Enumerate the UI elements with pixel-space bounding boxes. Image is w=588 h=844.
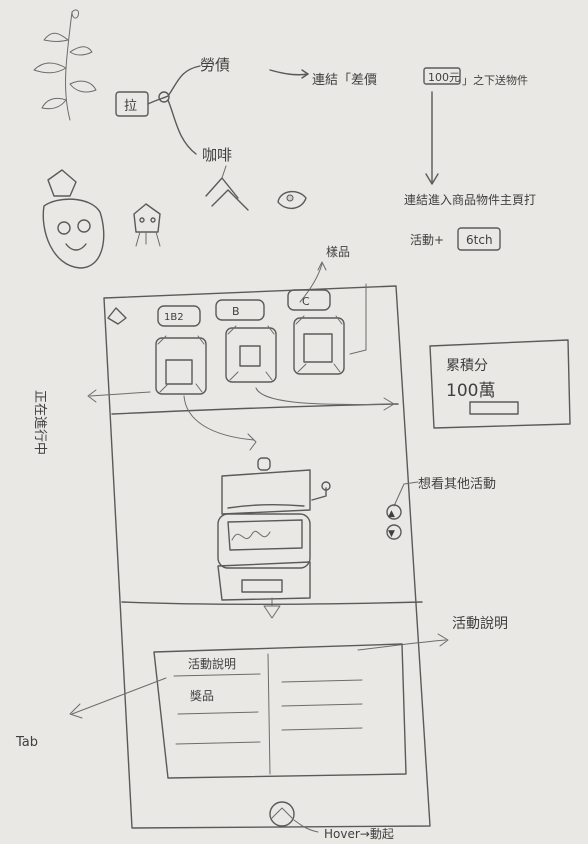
product-card-1[interactable] [155,335,207,395]
tab-c[interactable]: C [287,289,331,311]
branch-top-label: 勞債 [200,56,230,74]
result-box [457,227,501,251]
down-arrow: ▼ [388,529,395,539]
cat-mascot-icon [42,169,105,269]
sample-arrow [299,261,327,303]
prize-label: 獎品 [190,688,214,703]
link-box [423,67,461,85]
up-arrow: ▲ [388,509,395,519]
activity-panel: 活動說明 獎品 [153,643,407,779]
link-box-label: 100元 [428,71,460,84]
product-to-machine-arrow [183,395,255,441]
down-button[interactable]: ▼ [386,524,402,540]
activity-note: 活動說明 [188,656,236,671]
robot-mascot-icon [133,203,161,247]
slot-machine[interactable] [217,457,331,601]
side-note-text: 正在進行中 [32,390,47,455]
score-callout: 累積分 100萬 [429,339,571,429]
side-note-arrow [89,391,151,397]
tab-c-label: C [302,295,310,308]
tab-1b2-label: 1B2 [164,312,184,323]
link-text: 連結「差價 [312,73,377,88]
side-note: 正在進行中 [32,390,47,455]
result-box-label: 6tch [466,233,493,247]
phone-frame [103,285,431,829]
branch-lines [167,65,201,155]
header-divider [111,403,399,415]
pull-node: 拉 [115,91,170,117]
activity-arrow [357,639,447,651]
bird-doodle-icon [277,191,307,209]
machine-down-arrow [263,597,281,619]
branch-bottom-label: 咖啡 [202,146,232,164]
tab-b-label: B [232,305,240,318]
hint-label: 想看其他活動 [418,476,496,492]
pull-label: 拉 [124,99,137,114]
bottom-toggle[interactable] [269,801,295,827]
tab-arrow [71,677,167,715]
down-arrow-to-result [425,91,439,185]
hint-arrow [393,481,419,507]
callout-arrow [255,387,393,405]
callout-line-1: 累積分 [446,358,488,374]
callout-line-2: 100萬 [446,381,495,401]
tab-b[interactable]: B [215,299,265,321]
tab-1b2[interactable]: 1B2 [157,305,201,327]
product-card-2[interactable] [225,325,277,383]
hover-arrow [293,819,319,833]
activity-title: 活動說明 [452,615,508,632]
hover-note: Hover→動起 [324,827,394,841]
machine-divider [121,601,423,606]
link-suffix: 」之下送物件 [462,73,528,87]
coffee-doodle-icon [205,165,249,211]
product-card-3[interactable] [293,315,345,375]
link-arrow [269,69,309,79]
up-button[interactable]: ▲ [386,504,402,520]
tab-connector [349,283,367,355]
result-line-1: 連結進入商品物件主頁打 [404,192,536,207]
header-home-icon[interactable] [107,307,127,325]
tab-label: Tab [15,735,38,750]
result-line-2: 活動+ [410,233,444,247]
sample-label: 樣品 [326,244,350,259]
plant-doodle-icon [33,9,97,121]
